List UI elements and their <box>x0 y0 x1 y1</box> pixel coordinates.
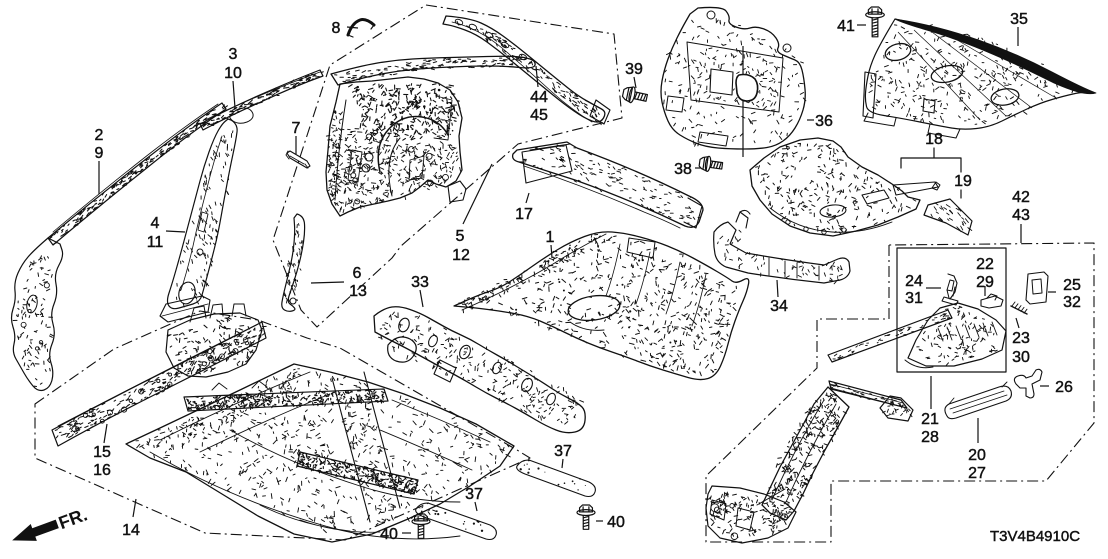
svg-text:40: 40 <box>607 514 625 531</box>
svg-text:5: 5 <box>456 228 465 245</box>
svg-text:36: 36 <box>815 113 833 130</box>
svg-text:20: 20 <box>968 447 986 464</box>
svg-text:9: 9 <box>95 145 104 162</box>
svg-text:38: 38 <box>674 161 692 178</box>
svg-text:26: 26 <box>1055 379 1073 396</box>
svg-text:11: 11 <box>147 234 164 251</box>
svg-text:32: 32 <box>1063 294 1081 311</box>
svg-text:41: 41 <box>837 18 855 35</box>
svg-text:21: 21 <box>921 411 939 428</box>
svg-text:14: 14 <box>122 522 140 539</box>
svg-text:43: 43 <box>1012 207 1030 224</box>
svg-text:40: 40 <box>380 526 398 543</box>
svg-text:22: 22 <box>976 256 994 273</box>
svg-text:13: 13 <box>349 283 367 300</box>
svg-text:37: 37 <box>554 443 572 460</box>
svg-text:16: 16 <box>93 462 111 479</box>
svg-text:34: 34 <box>770 298 788 315</box>
svg-text:10: 10 <box>224 65 242 82</box>
svg-text:27: 27 <box>968 465 986 482</box>
svg-text:7: 7 <box>292 120 301 137</box>
svg-text:30: 30 <box>1012 349 1030 366</box>
svg-text:12: 12 <box>452 247 470 264</box>
svg-text:39: 39 <box>625 61 643 78</box>
svg-text:28: 28 <box>921 429 939 446</box>
svg-text:8: 8 <box>332 20 341 37</box>
svg-text:4: 4 <box>151 215 160 232</box>
svg-text:25: 25 <box>1063 277 1081 294</box>
svg-text:15: 15 <box>93 444 111 461</box>
svg-text:3: 3 <box>229 46 238 63</box>
svg-text:42: 42 <box>1012 189 1030 206</box>
svg-text:31: 31 <box>905 290 923 307</box>
svg-text:37: 37 <box>465 486 483 503</box>
svg-text:17: 17 <box>515 206 533 223</box>
svg-text:23: 23 <box>1012 330 1030 347</box>
svg-text:18: 18 <box>925 131 943 148</box>
svg-text:33: 33 <box>411 274 429 291</box>
svg-text:T3V4B4910C: T3V4B4910C <box>990 528 1080 545</box>
svg-text:45: 45 <box>530 107 548 124</box>
svg-text:6: 6 <box>353 265 362 282</box>
svg-text:19: 19 <box>954 173 972 190</box>
svg-text:1: 1 <box>546 229 555 246</box>
svg-text:44: 44 <box>530 89 548 106</box>
svg-text:24: 24 <box>905 273 923 290</box>
svg-text:2: 2 <box>95 127 104 144</box>
svg-text:35: 35 <box>1010 11 1028 28</box>
svg-text:29: 29 <box>976 274 994 291</box>
